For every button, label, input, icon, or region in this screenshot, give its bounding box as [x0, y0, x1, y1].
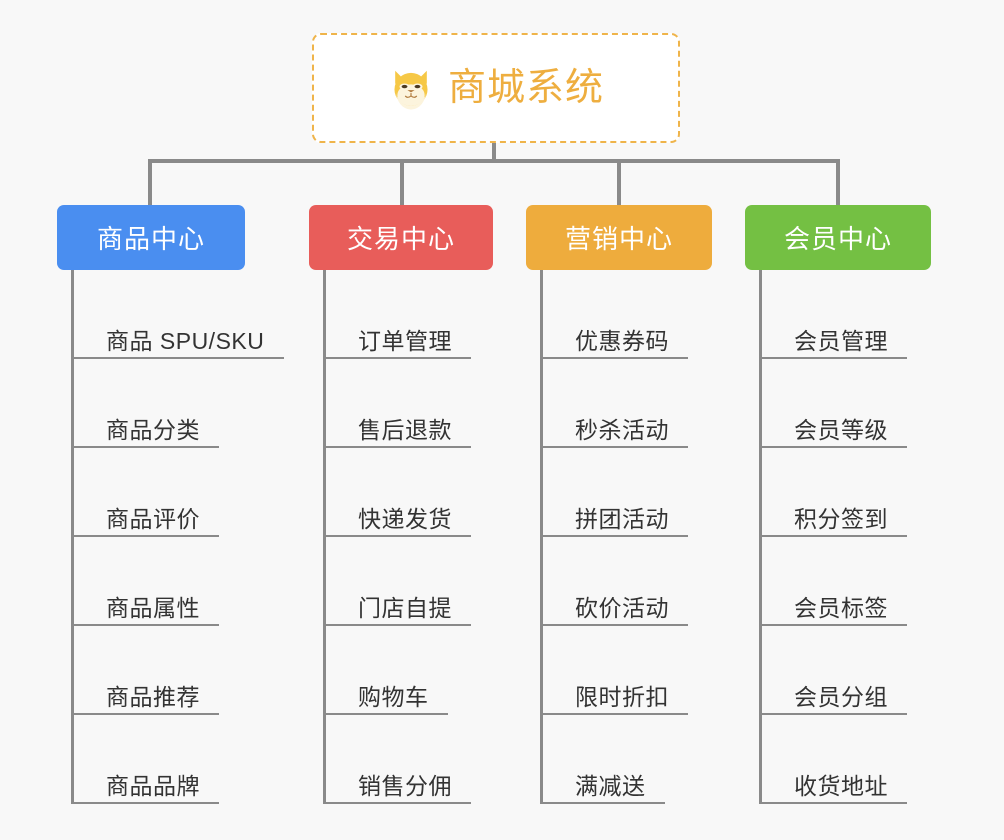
leaf-item-label: 拼团活动	[575, 506, 669, 533]
connector-drop-3	[617, 159, 621, 205]
leaf-list: 订单管理售后退款快递发货门店自提购物车销售分佣	[323, 270, 493, 804]
leaf-item-underline	[543, 713, 688, 715]
leaf-list: 商品 SPU/SKU 商品分类商品评价商品属性商品推荐商品品牌	[71, 270, 284, 804]
leaf-item[interactable]: 门店自提	[326, 537, 493, 626]
leaf-item-underline	[543, 624, 688, 626]
leaf-item-label: 会员分组	[794, 684, 888, 711]
column-marketing-center: 营销中心优惠券码秒杀活动拼团活动砍价活动限时折扣满减送	[526, 205, 712, 804]
connector-drop-4	[836, 159, 840, 205]
category-box[interactable]: 交易中心	[309, 205, 493, 270]
leaf-item-underline	[762, 357, 907, 359]
connector-root-vertical	[492, 143, 496, 161]
leaf-item-underline	[543, 357, 688, 359]
leaf-item[interactable]: 订单管理	[326, 270, 493, 359]
category-title: 会员中心	[783, 224, 892, 254]
category-title: 营销中心	[564, 224, 673, 254]
leaf-item-label: 限时折扣	[575, 684, 669, 711]
leaf-item-underline	[543, 535, 688, 537]
category-title: 商品中心	[96, 224, 205, 254]
leaf-item[interactable]: 购物车	[326, 626, 493, 715]
leaf-item-underline	[762, 535, 907, 537]
leaf-item[interactable]: 优惠券码	[543, 270, 712, 359]
leaf-item-underline	[74, 802, 219, 804]
root-title: 商城系统	[447, 67, 604, 109]
leaf-item-label: 砍价活动	[575, 595, 669, 622]
leaf-item-label: 会员管理	[794, 328, 888, 355]
leaf-item[interactable]: 会员标签	[762, 537, 931, 626]
category-box[interactable]: 商品中心	[57, 205, 245, 270]
column-trade-center: 交易中心订单管理售后退款快递发货门店自提购物车销售分佣	[309, 205, 493, 804]
leaf-item-underline	[762, 624, 907, 626]
column-member-center: 会员中心会员管理会员等级积分签到会员标签会员分组收货地址	[745, 205, 931, 804]
leaf-item-underline	[326, 624, 471, 626]
leaf-item-underline	[326, 713, 448, 715]
leaf-item[interactable]: 售后退款	[326, 359, 493, 448]
leaf-item-label: 商品推荐	[106, 684, 200, 711]
leaf-item-label: 销售分佣	[358, 773, 452, 800]
leaf-list: 优惠券码秒杀活动拼团活动砍价活动限时折扣满减送	[540, 270, 712, 804]
leaf-item-underline	[543, 802, 665, 804]
leaf-item-label: 售后退款	[358, 417, 452, 444]
category-title: 交易中心	[346, 224, 455, 254]
leaf-item-underline	[74, 535, 219, 537]
leaf-item[interactable]: 秒杀活动	[543, 359, 712, 448]
leaf-item-label: 购物车	[358, 684, 429, 711]
category-box[interactable]: 营销中心	[526, 205, 712, 270]
leaf-item-label: 商品 SPU/SKU	[106, 328, 265, 355]
leaf-item-underline	[74, 624, 219, 626]
leaf-item-label: 商品评价	[106, 506, 200, 533]
leaf-item[interactable]: 会员分组	[762, 626, 931, 715]
column-product-center: 商品中心商品 SPU/SKU 商品分类商品评价商品属性商品推荐商品品牌	[57, 205, 284, 804]
leaf-item[interactable]: 商品品牌	[74, 715, 245, 804]
leaf-item-underline	[762, 713, 907, 715]
leaf-item[interactable]: 商品属性	[74, 537, 245, 626]
leaf-item[interactable]: 砍价活动	[543, 537, 712, 626]
leaf-item-label: 商品属性	[106, 595, 200, 622]
leaf-item-underline	[326, 357, 471, 359]
leaf-item-underline	[74, 357, 284, 359]
leaf-item[interactable]: 会员管理	[762, 270, 931, 359]
leaf-item-label: 商品品牌	[106, 773, 200, 800]
leaf-item[interactable]: 商品 SPU/SKU	[74, 270, 284, 359]
leaf-item[interactable]: 满减送	[543, 715, 712, 804]
category-box[interactable]: 会员中心	[745, 205, 931, 270]
leaf-item-label: 秒杀活动	[575, 417, 669, 444]
leaf-item[interactable]: 收货地址	[762, 715, 931, 804]
leaf-item-label: 快递发货	[358, 506, 452, 533]
leaf-item-underline	[326, 802, 471, 804]
leaf-item[interactable]: 商品分类	[74, 359, 245, 448]
leaf-item-label: 商品分类	[106, 417, 200, 444]
leaf-item[interactable]: 积分签到	[762, 448, 931, 537]
leaf-item-underline	[326, 535, 471, 537]
leaf-item-underline	[762, 446, 907, 448]
leaf-item[interactable]: 商品评价	[74, 448, 245, 537]
leaf-item-underline	[543, 446, 688, 448]
leaf-item-label: 订单管理	[358, 328, 452, 355]
connector-drop-1	[148, 159, 152, 205]
connector-drop-2	[400, 159, 404, 205]
leaf-item[interactable]: 拼团活动	[543, 448, 712, 537]
leaf-item-underline	[326, 446, 471, 448]
leaf-item-label: 会员标签	[794, 595, 888, 622]
connector-horizontal-bus	[148, 159, 840, 163]
leaf-list: 会员管理会员等级积分签到会员标签会员分组收货地址	[759, 270, 931, 804]
leaf-item-label: 优惠券码	[575, 328, 669, 355]
leaf-item[interactable]: 快递发货	[326, 448, 493, 537]
dog-face-icon	[394, 70, 428, 110]
leaf-item[interactable]: 会员等级	[762, 359, 931, 448]
leaf-item[interactable]: 商品推荐	[74, 626, 245, 715]
leaf-item-label: 门店自提	[358, 595, 452, 622]
leaf-item-underline	[74, 446, 219, 448]
leaf-item-underline	[762, 802, 907, 804]
leaf-item-label: 会员等级	[794, 417, 888, 444]
leaf-item-label: 积分签到	[794, 506, 888, 533]
leaf-item-underline	[74, 713, 219, 715]
leaf-item-label: 满减送	[575, 773, 646, 800]
root-node[interactable]: 商城系统	[312, 33, 680, 143]
leaf-item[interactable]: 销售分佣	[326, 715, 493, 804]
leaf-item-label: 收货地址	[794, 773, 888, 800]
leaf-item[interactable]: 限时折扣	[543, 626, 712, 715]
